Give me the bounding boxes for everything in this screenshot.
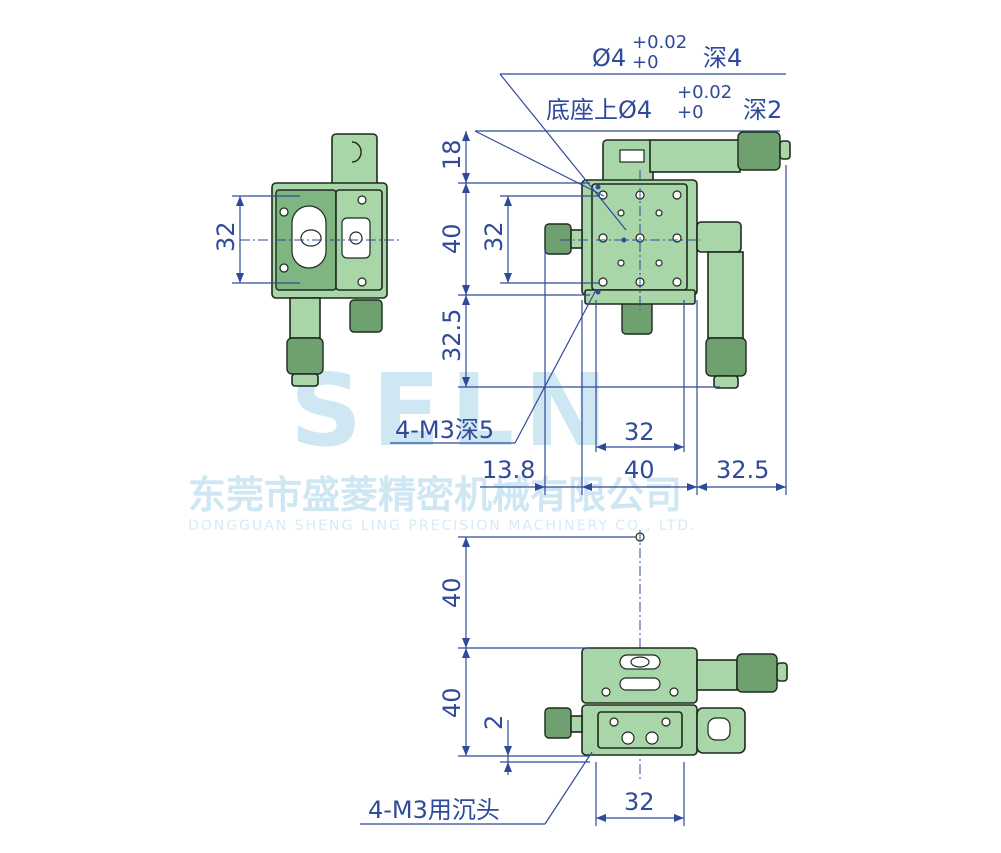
callout-hole-base-depth: 深2	[743, 96, 782, 124]
front-lower-screw-2	[661, 717, 671, 727]
top-hole-5	[672, 233, 682, 243]
front-view	[544, 530, 788, 780]
top-micrometer-thimble	[737, 131, 781, 171]
callout-thread-bottom: 4-M3用沉头	[368, 796, 500, 824]
dim-lower-32: 32	[624, 788, 655, 816]
callout-thread-top: 4-M3深5	[395, 416, 494, 444]
top-view	[544, 131, 791, 389]
dowel-marker-2	[621, 237, 627, 243]
dowel-marker-3	[595, 289, 601, 295]
top-horizontal-dims: 32 13.8 40 32.5	[480, 165, 787, 495]
side-micrometer-end	[291, 373, 319, 387]
dim-front-18: 18	[438, 139, 466, 170]
side-screw-1	[279, 207, 289, 217]
callout-hole-base-prefix: 底座上Ø4	[546, 96, 652, 124]
front-lower-screw-3	[621, 731, 635, 745]
front-micrometer-sleeve	[696, 659, 738, 691]
watermark-brand: SELN	[290, 352, 618, 469]
side-view	[240, 133, 400, 387]
front-lower-screw-4	[645, 731, 659, 745]
front-upper-slot-2	[619, 677, 661, 691]
top-hole-6	[598, 277, 608, 287]
hole-callouts: Ø4 +0.02 +0 深4 底座上Ø4 +0.02 +0 深2	[474, 32, 786, 231]
side-micrometer-sleeve	[289, 297, 321, 339]
front-left-shaft	[570, 715, 583, 733]
top-hole-10	[655, 209, 663, 217]
callout-hole-base-tol-lower: +0	[677, 102, 704, 123]
front-upper-screw-l	[601, 687, 611, 697]
front-lower-screw-1	[609, 717, 619, 727]
dim-bottom-13-8: 13.8	[482, 456, 535, 484]
dim-lower-40-bottom: 40	[438, 687, 466, 718]
dim-bottom-32-upper: 32	[624, 418, 655, 446]
top-hole-8	[672, 277, 682, 287]
front-vertical-dims: 40 40 2	[438, 536, 636, 775]
side-clamp-screw	[349, 231, 363, 245]
front-right-hole	[707, 717, 731, 741]
top-bottom-knob	[621, 299, 653, 335]
side-bracket-arc	[351, 141, 362, 163]
side-micrometer-thimble	[286, 337, 324, 375]
dowel-marker-1	[595, 184, 601, 190]
front-upper-screw-r	[669, 687, 679, 697]
dim-bottom-32-5: 32.5	[716, 456, 769, 484]
dim-front-40: 40	[438, 223, 466, 254]
callout-hole-base-tol-upper: +0.02	[677, 82, 732, 103]
top-hole-11	[617, 259, 625, 267]
front-micrometer-end	[776, 662, 788, 682]
top-right-sleeve	[707, 251, 744, 339]
callout-hole-top-tol-lower: +0	[632, 52, 659, 73]
side-slot-screw	[300, 229, 322, 247]
top-right-bracket	[696, 221, 742, 253]
top-left-knob-shaft	[570, 229, 583, 249]
watermark-company-en: DONGGUAN SHENG LING PRECISION MACHINERY …	[188, 518, 697, 534]
top-micrometer-end	[779, 140, 791, 160]
callout-hole-top-tol-upper: +0.02	[632, 32, 687, 53]
dim-bottom-40: 40	[624, 456, 655, 484]
top-right-end	[713, 375, 739, 389]
side-screw-4	[357, 277, 367, 287]
top-micrometer-sleeve	[649, 139, 741, 173]
thread-callout-bottom: 4-M3用沉头 32	[360, 751, 685, 826]
front-left-knob	[544, 707, 572, 739]
dim-side-32: 32	[212, 221, 240, 252]
watermark: SELN 东莞市盛菱精密机械有限公司 DONGGUAN SHENG LING P…	[188, 352, 697, 534]
side-lock-knob	[349, 299, 383, 333]
side-screw-2	[279, 263, 289, 273]
dim-lower-2: 2	[480, 715, 508, 730]
callout-hole-top-base: Ø4	[592, 44, 626, 72]
front-upper-screw	[630, 656, 650, 668]
front-lower-inner	[597, 711, 683, 749]
front-micrometer-thimble	[736, 653, 778, 693]
side-screw-3	[357, 195, 367, 205]
top-bracket-slot	[619, 149, 645, 163]
top-vertical-dims: 18 40 32.5 32	[438, 131, 720, 388]
watermark-company-cn: 东莞市盛菱精密机械有限公司	[188, 473, 682, 517]
top-left-knob	[544, 223, 572, 255]
top-right-thimble	[705, 337, 747, 377]
dim-lower-40-top: 40	[438, 577, 466, 608]
top-hole-9	[617, 209, 625, 217]
top-hole-3	[672, 190, 682, 200]
thread-callout-top: 4-M3深5	[390, 289, 597, 444]
top-hole-4	[598, 233, 608, 243]
callout-hole-top-depth: 深4	[703, 44, 742, 72]
top-hole-12	[655, 259, 663, 267]
dim-front-32: 32	[480, 221, 508, 252]
dim-front-32-5-vertical: 32.5	[438, 309, 466, 362]
side-dim-32: 32	[212, 195, 300, 284]
